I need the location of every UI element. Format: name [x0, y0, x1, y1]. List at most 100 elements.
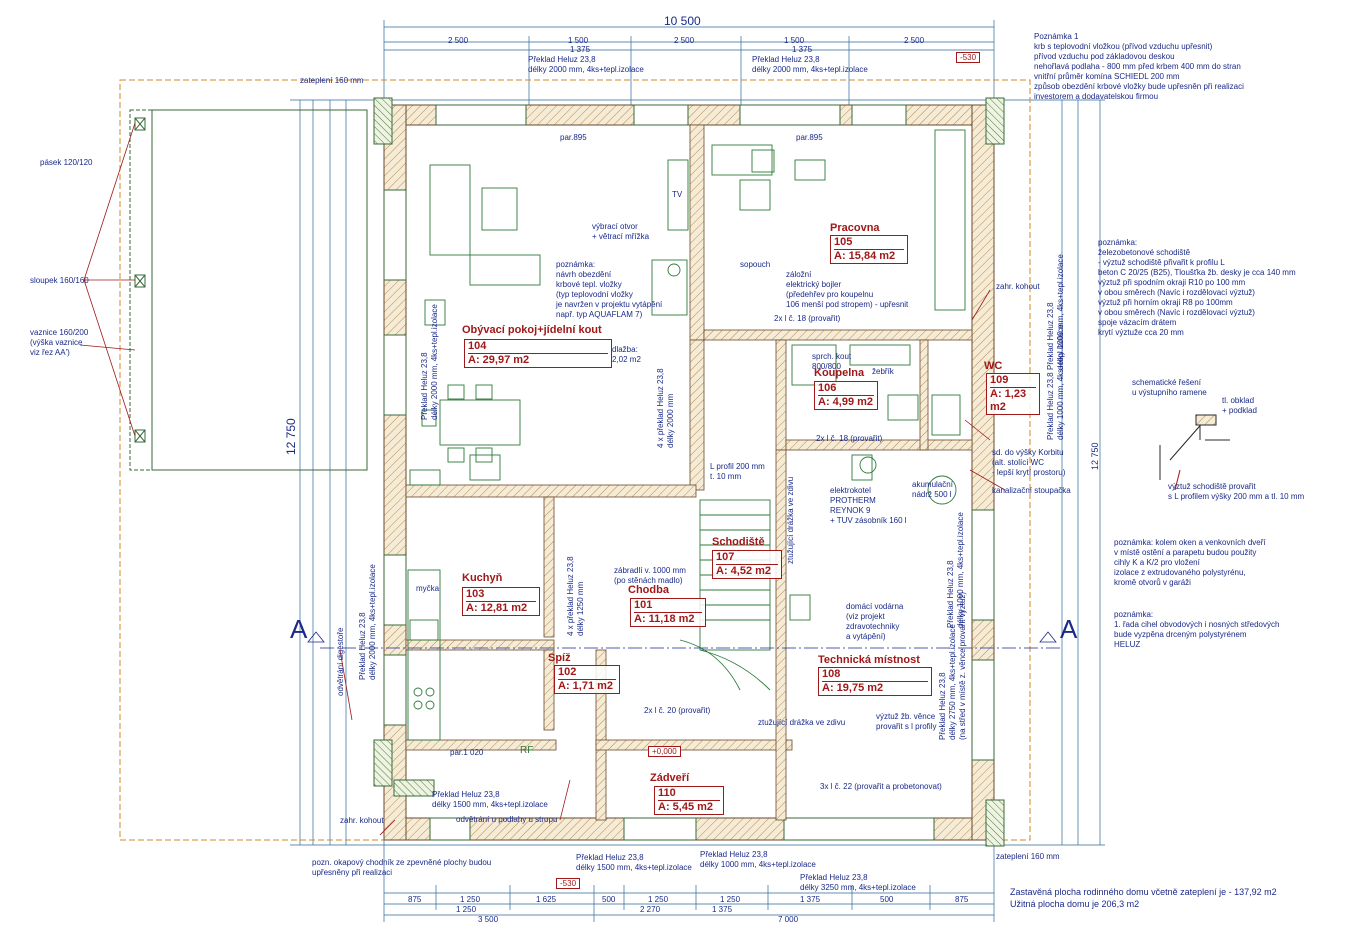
room-area: A: 4,99 m2 [818, 395, 874, 408]
note-zatepleni: zateplení 160 mm [300, 76, 364, 85]
top-dim: 1 375 [570, 45, 591, 54]
room-name-pantry: Spíž [548, 652, 571, 664]
bottom-dim: 875 [955, 895, 969, 904]
overall-height-left: 12 750 [284, 418, 298, 455]
note-lc18: 2x l č. 18 (provařit) [816, 434, 883, 443]
stair-detail [1159, 414, 1230, 491]
note-pasek: pásek 120/120 [40, 158, 93, 167]
top-dim: 1 500 [568, 36, 589, 45]
label-rf: RF [520, 745, 534, 756]
note-schema: schematické řešení u výstupního ramene [1132, 378, 1207, 397]
lintel-note-right: Překlad Heluz 23,8 délky 1000 mm, 4ks+te… [1046, 324, 1065, 440]
note-zahr-kohout: zahr. kohout [340, 816, 384, 825]
note-lintel-wc-v: Překlad Heluz 23,8 délky 1000 mm, 4ks+te… [946, 512, 965, 628]
label-par: par.895 [560, 133, 587, 142]
room-tag-corridor: 101 A: 11,18 m2 [630, 598, 706, 627]
note-zatepleni-right: zateplení 160 mm [996, 852, 1060, 861]
overall-width: 10 500 [664, 14, 701, 28]
note-kanalizace: kanalizační stoupačka [992, 486, 1071, 495]
room-tag-vestibule: 110 A: 5,45 m2 [654, 786, 724, 815]
note-odvetrani: odvětrání u podlahy u stropu [456, 815, 558, 824]
note-poznamka1: Poznámka 1 krb s teplovodní vložkou (pří… [1034, 32, 1244, 101]
note-vence: výztuž žb. věnce provařit s l profily [876, 712, 937, 731]
room-area: A: 4,52 m2 [716, 564, 778, 578]
corner-insulation [373, 97, 1005, 847]
room-name-kitchen: Kuchyň [462, 572, 503, 584]
bottom-dim: 500 [880, 895, 894, 904]
section-mark-left: A [290, 614, 308, 644]
room-number: 108 [822, 668, 841, 680]
section-mark-right: A [1060, 614, 1078, 644]
bottom-dim: 3 500 [478, 915, 499, 924]
room-tag-living: 104 A: 29,97 m2 [464, 339, 612, 368]
lintel-note: Překlad Heluz 23,8 délky 3250 mm, 4ks+te… [800, 873, 916, 892]
pergola-leaders [79, 122, 136, 437]
note-poznamka3: poznámka: kolem oken a venkovních dveří … [1114, 538, 1266, 587]
top-dim: 2 500 [448, 36, 469, 45]
top-dim: 2 500 [674, 36, 695, 45]
note-akum: akumulační nádrž 500 l [912, 480, 953, 499]
note-lintel-pantry: 4 x překlad Heluz 23,8 délky 1250 mm [566, 556, 585, 636]
bottom-dim: 1 250 [456, 905, 477, 914]
bottom-dim: 1 250 [460, 895, 481, 904]
room-name-stairs: Schodiště [712, 536, 765, 548]
room-number: 102 [558, 666, 577, 678]
bottom-dim: 7 000 [778, 915, 799, 924]
level-badge: +0,000 [648, 746, 681, 757]
room-number: 106 [818, 382, 837, 394]
room-tag-kitchen: 103 A: 12,81 m2 [462, 587, 540, 616]
room-name-study: Pracovna [830, 222, 880, 234]
room-name-vestibule: Zádveří [650, 772, 690, 784]
furniture [407, 129, 966, 741]
room-number: 110 [658, 787, 676, 799]
top-dim: 1 375 [792, 45, 813, 54]
room-area: A: 5,45 m2 [658, 800, 720, 814]
level-badge: -530 [956, 52, 981, 63]
room-area: A: 15,84 m2 [834, 249, 904, 263]
note-poznamka2: poznámka: železobetonové schodiště - výz… [1098, 238, 1296, 337]
top-dim: 2 500 [904, 36, 925, 45]
note-zabradli: zábradlí v. 1000 mm (po stěnách madlo) [614, 566, 686, 585]
bottom-dim: 500 [602, 895, 616, 904]
lintel-note: Překlad Heluz 23,8 délky 1500 mm, 4ks+te… [432, 790, 548, 809]
dimension-lines-bottom [383, 840, 995, 922]
room-name-wc: WC [984, 360, 1003, 372]
bottom-dim: 2 270 [640, 905, 661, 914]
note-vaznice: vaznice 160/200 (výška vaznice viz řez A… [30, 328, 89, 357]
note-vyztuz: výztuž schodiště provařit s L profilem v… [1168, 482, 1305, 501]
note-kotel: elektrokotel PROTHERM REYNOK 9 + TUV zás… [830, 486, 907, 525]
room-area: A: 1,23 m2 [990, 387, 1036, 414]
level-badge: -530 [556, 878, 581, 889]
label-par: par.895 [796, 133, 823, 142]
room-tag-pantry: 102 A: 1,71 m2 [554, 665, 620, 694]
room-number: 103 [466, 588, 485, 600]
bottom-dim: 1 250 [648, 895, 669, 904]
label-tv: TV [672, 190, 683, 199]
lintel-note: Překlad Heluz 23,8 délky 2000 mm, 4ks+te… [358, 564, 377, 680]
label-mycka: myčka [416, 584, 440, 593]
bottom-dim: 1 375 [712, 905, 733, 914]
note-lc20: 2x l č. 20 (provařit) [644, 706, 711, 715]
label-sprch: sprch. kout 800/800 [812, 352, 852, 371]
windows [383, 104, 995, 841]
note-sloupek: sloupek 160/160 [30, 276, 89, 285]
note-digestore: odvětrání digestoře [336, 627, 345, 697]
note-ztuzujici: ztužující drážka ve zdivu [758, 718, 846, 727]
note-lc22: 3x l č. 22 (provařit a probetonovat) [820, 782, 942, 791]
lintel-note: Překlad Heluz 23,8 délky 2000 mm, 4ks+te… [752, 55, 868, 74]
dimension-lines-sides [290, 99, 1105, 846]
room-number: 109 [990, 374, 1009, 386]
note-vybraci: výbrací otvor + větrací mřížka [592, 222, 650, 241]
room-area: A: 1,71 m2 [558, 679, 616, 693]
leaders [339, 289, 1006, 836]
room-name-living: Obývací pokoj+jídelní kout [462, 324, 602, 336]
bottom-dim: 1 375 [800, 895, 821, 904]
note-lintel-stair: 4 x překlad Heluz 23,8 délky 2000 mm [656, 368, 675, 448]
note-summary: Zastavěná plocha rodinného domu včetně z… [1010, 887, 1277, 909]
room-name-bath: Koupelna [814, 367, 865, 379]
lintel-note: Překlad Heluz 23,8 délky 2000 mm, 4ks+te… [528, 55, 644, 74]
room-area: A: 12,81 m2 [466, 601, 536, 615]
note-voda: domácí vodárna (viz projekt zdravotechni… [846, 602, 904, 641]
room-number: 105 [834, 236, 853, 248]
note-ztuzujici-v: ztužující drážka ve zdivu [786, 476, 795, 564]
